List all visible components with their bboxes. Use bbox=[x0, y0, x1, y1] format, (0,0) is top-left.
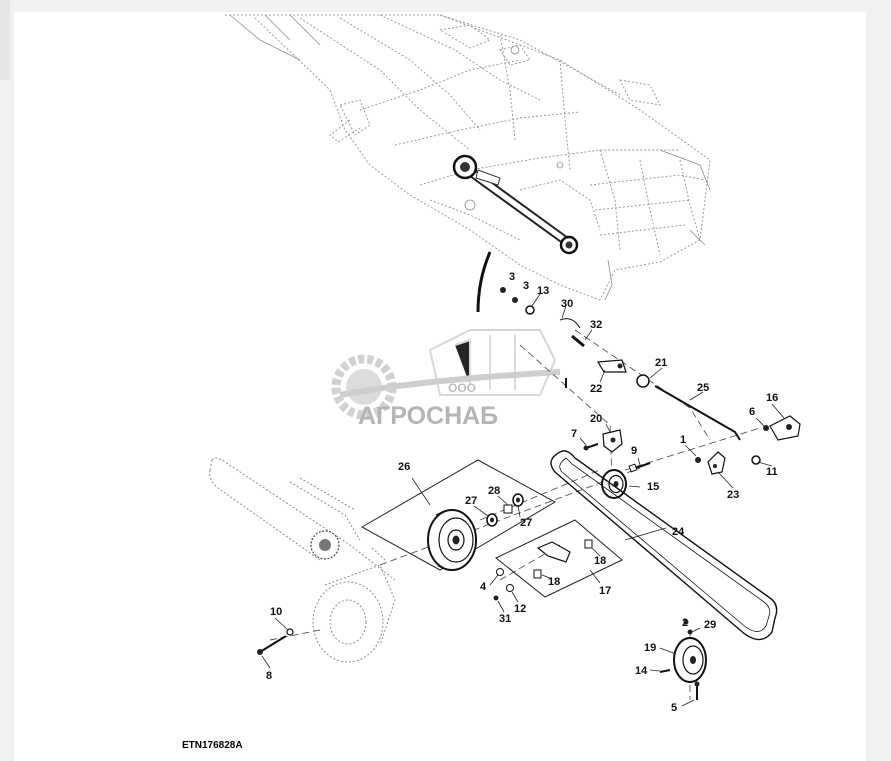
callout-30: 30 bbox=[561, 298, 573, 310]
frame-solid-lines bbox=[229, 14, 711, 301]
belt-24 bbox=[551, 451, 777, 640]
nut-13 bbox=[526, 306, 534, 314]
nut-6 bbox=[763, 425, 769, 431]
callout-8: 8 bbox=[266, 670, 272, 682]
callout-10: 10 bbox=[270, 606, 282, 618]
bearing-27-right bbox=[513, 494, 523, 506]
callout-18b: 18 bbox=[548, 576, 560, 588]
bolt-5 bbox=[694, 681, 700, 701]
callout-15: 15 bbox=[647, 481, 659, 493]
callout-5: 5 bbox=[671, 702, 677, 714]
callout-11: 11 bbox=[766, 466, 778, 478]
watermark-company-name: АГРОСНАБ bbox=[358, 402, 498, 430]
callout-3a: 3 bbox=[509, 271, 515, 283]
watermark-company-type: ООО bbox=[448, 381, 476, 395]
callout-27b: 27 bbox=[520, 517, 532, 529]
callout-22: 22 bbox=[590, 383, 602, 395]
pin-32 bbox=[572, 336, 584, 346]
bushing-18-lower bbox=[534, 570, 541, 578]
callout-6: 6 bbox=[749, 406, 755, 418]
callout-7: 7 bbox=[571, 428, 577, 440]
header-attachment-ghost bbox=[209, 457, 396, 663]
callout-27a: 27 bbox=[465, 495, 477, 507]
bolt-8 bbox=[257, 636, 286, 655]
callout-31: 31 bbox=[499, 613, 511, 625]
callout-labels: 3 3 13 30 32 21 22 25 20 16 6 7 1 9 11 2… bbox=[266, 271, 778, 714]
diagram-sheet bbox=[14, 12, 866, 761]
upper-belt-drive bbox=[452, 154, 579, 255]
assembly-box-17 bbox=[495, 519, 623, 598]
washer-1 bbox=[695, 457, 701, 463]
callout-9: 9 bbox=[631, 445, 637, 457]
bushing-21 bbox=[637, 375, 649, 387]
callout-12: 12 bbox=[514, 603, 526, 615]
callout-29: 29 bbox=[704, 619, 716, 631]
callout-13: 13 bbox=[537, 285, 549, 297]
attachment-small-sprocket bbox=[310, 530, 340, 560]
callout-4: 4 bbox=[480, 581, 487, 593]
lower-sheave-19 bbox=[674, 638, 706, 682]
bearing-27-left bbox=[487, 514, 497, 526]
assembly-box-26 bbox=[360, 459, 557, 571]
left-edge-strip bbox=[0, 0, 10, 80]
watermark-logo bbox=[331, 329, 561, 420]
spring-30 bbox=[559, 318, 581, 329]
bracket-16 bbox=[770, 416, 800, 440]
bolt-9 bbox=[629, 463, 650, 472]
callout-18a: 18 bbox=[594, 555, 606, 567]
bolt-14 bbox=[660, 670, 670, 672]
lever-22 bbox=[598, 360, 626, 372]
washer-4 bbox=[497, 569, 504, 576]
callout-21: 21 bbox=[655, 357, 667, 369]
callout-32: 32 bbox=[590, 319, 602, 331]
callout-1: 1 bbox=[680, 434, 686, 446]
section-break-arc bbox=[476, 251, 492, 313]
leader-lines bbox=[261, 293, 785, 707]
bracket-17-arm bbox=[538, 542, 570, 562]
callout-23: 23 bbox=[727, 489, 739, 501]
callout-17: 17 bbox=[599, 585, 611, 597]
callout-28: 28 bbox=[488, 485, 500, 497]
machine-frame bbox=[225, 14, 711, 301]
rod-25 bbox=[655, 386, 740, 440]
figure-caption: ETN176828A bbox=[182, 740, 243, 751]
bolt-7 bbox=[583, 444, 599, 451]
callout-2: 2 bbox=[682, 617, 688, 629]
callout-20: 20 bbox=[590, 413, 602, 425]
bolt-11 bbox=[752, 456, 760, 464]
washer-3-upper bbox=[500, 287, 506, 293]
bracket-20 bbox=[603, 430, 622, 452]
callout-3b: 3 bbox=[523, 280, 529, 292]
callout-26: 26 bbox=[398, 461, 410, 473]
bushing-18-upper bbox=[585, 540, 592, 548]
callout-25: 25 bbox=[697, 382, 709, 394]
washer-29 bbox=[687, 629, 693, 635]
large-sheave bbox=[428, 510, 476, 570]
bolt-31 bbox=[493, 595, 499, 601]
callout-14: 14 bbox=[635, 665, 648, 677]
washer-3-lower bbox=[512, 297, 518, 303]
callout-24: 24 bbox=[672, 526, 685, 538]
washer-12 bbox=[507, 585, 514, 592]
spacer-28 bbox=[504, 505, 512, 513]
callout-19: 19 bbox=[644, 642, 656, 654]
washer-10 bbox=[287, 629, 293, 635]
arm-23 bbox=[708, 452, 725, 474]
callout-16: 16 bbox=[766, 392, 778, 404]
bolt-2 bbox=[683, 619, 689, 625]
